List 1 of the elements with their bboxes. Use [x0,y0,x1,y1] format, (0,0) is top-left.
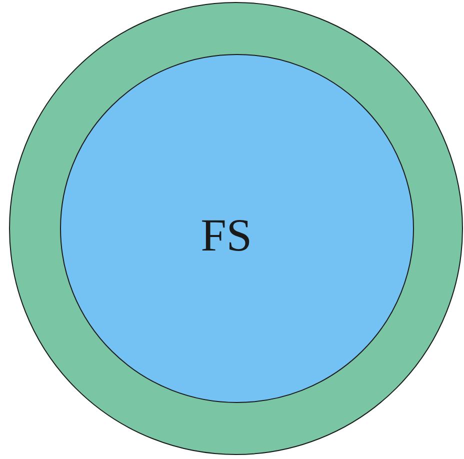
region-label: FS [200,208,252,262]
